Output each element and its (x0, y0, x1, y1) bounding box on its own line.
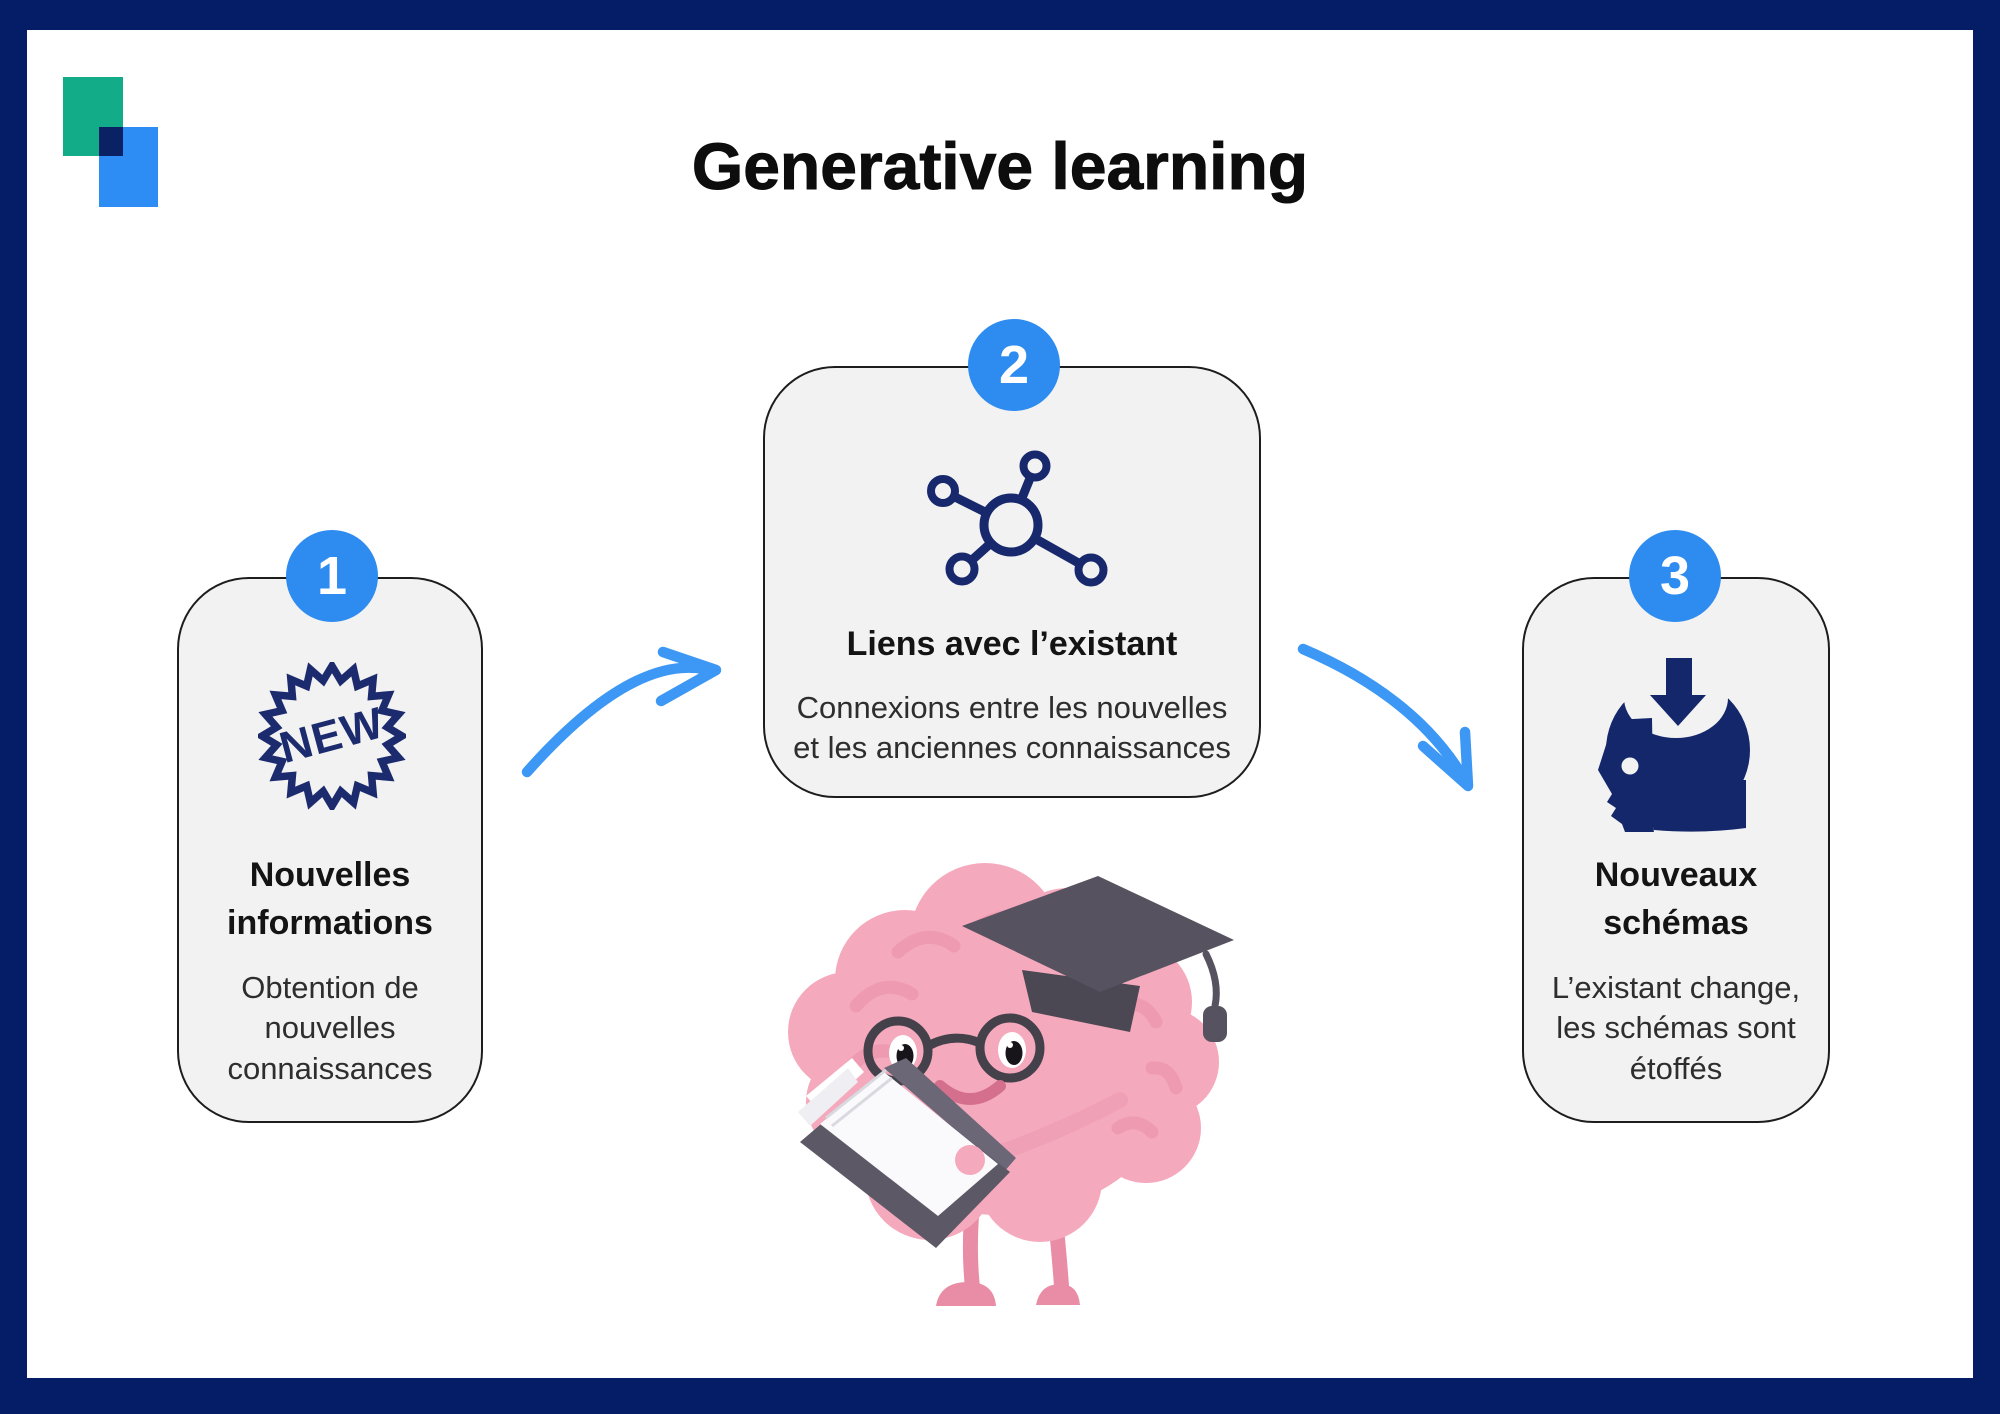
step-number: 3 (1659, 546, 1691, 606)
step-number-badge-1: 1 (286, 530, 378, 622)
step-title-1: Nouvelles informations (227, 856, 433, 943)
logo-overlap-square (99, 127, 123, 156)
new-seal-label: NEW (275, 698, 390, 773)
head-knowledge-icon (1598, 658, 1750, 832)
arrow-step1-to-step2-icon (521, 646, 722, 778)
step-card-1: 1 NEW Nouvelles informations Obtention d… (177, 530, 483, 1123)
character-hand (955, 1145, 985, 1175)
step-title-3: Nouveaux schémas (1594, 856, 1758, 943)
frame-border-top (0, 0, 2000, 30)
frame-border-bottom (0, 1378, 2000, 1414)
network-nodes-icon (927, 450, 1108, 587)
step-number: 1 (316, 546, 348, 606)
arrow-step2-to-step3-icon (1297, 643, 1474, 792)
open-book-icon (798, 1058, 1016, 1248)
step-title-2: Liens avec l’existant (846, 625, 1178, 663)
step-description-2: Connexions entre les nouvelles et les an… (793, 690, 1231, 766)
step-card-3: 3 Nouveaux schémas L’existant change, le… (1522, 530, 1830, 1123)
page-title: Generative learning (691, 129, 1309, 204)
character-face (863, 1013, 1045, 1105)
brain-character-illustration (788, 863, 1234, 1306)
graduation-cap-icon (962, 876, 1234, 1042)
step-number-badge-2: 2 (968, 319, 1060, 411)
frame-border-left (0, 0, 27, 1414)
step-description-3: L’existant change, les schémas sont étof… (1551, 970, 1801, 1086)
step-description-1: Obtention de nouvelles connaissances (227, 970, 433, 1086)
character-legs (962, 1144, 1070, 1301)
character-arm (977, 1092, 1128, 1166)
character-brain-body (788, 863, 1219, 1242)
step-number: 2 (998, 335, 1030, 395)
frame-border-right (1973, 0, 2000, 1414)
step-card-2: 2 Liens avec l’existant Connexions entre… (763, 319, 1261, 798)
character-feet (936, 1282, 1080, 1306)
character-brain-folds (845, 911, 1183, 1139)
step-number-badge-3: 3 (1629, 530, 1721, 622)
new-seal-star (258, 662, 406, 810)
new-seal-icon: NEW (258, 662, 406, 810)
